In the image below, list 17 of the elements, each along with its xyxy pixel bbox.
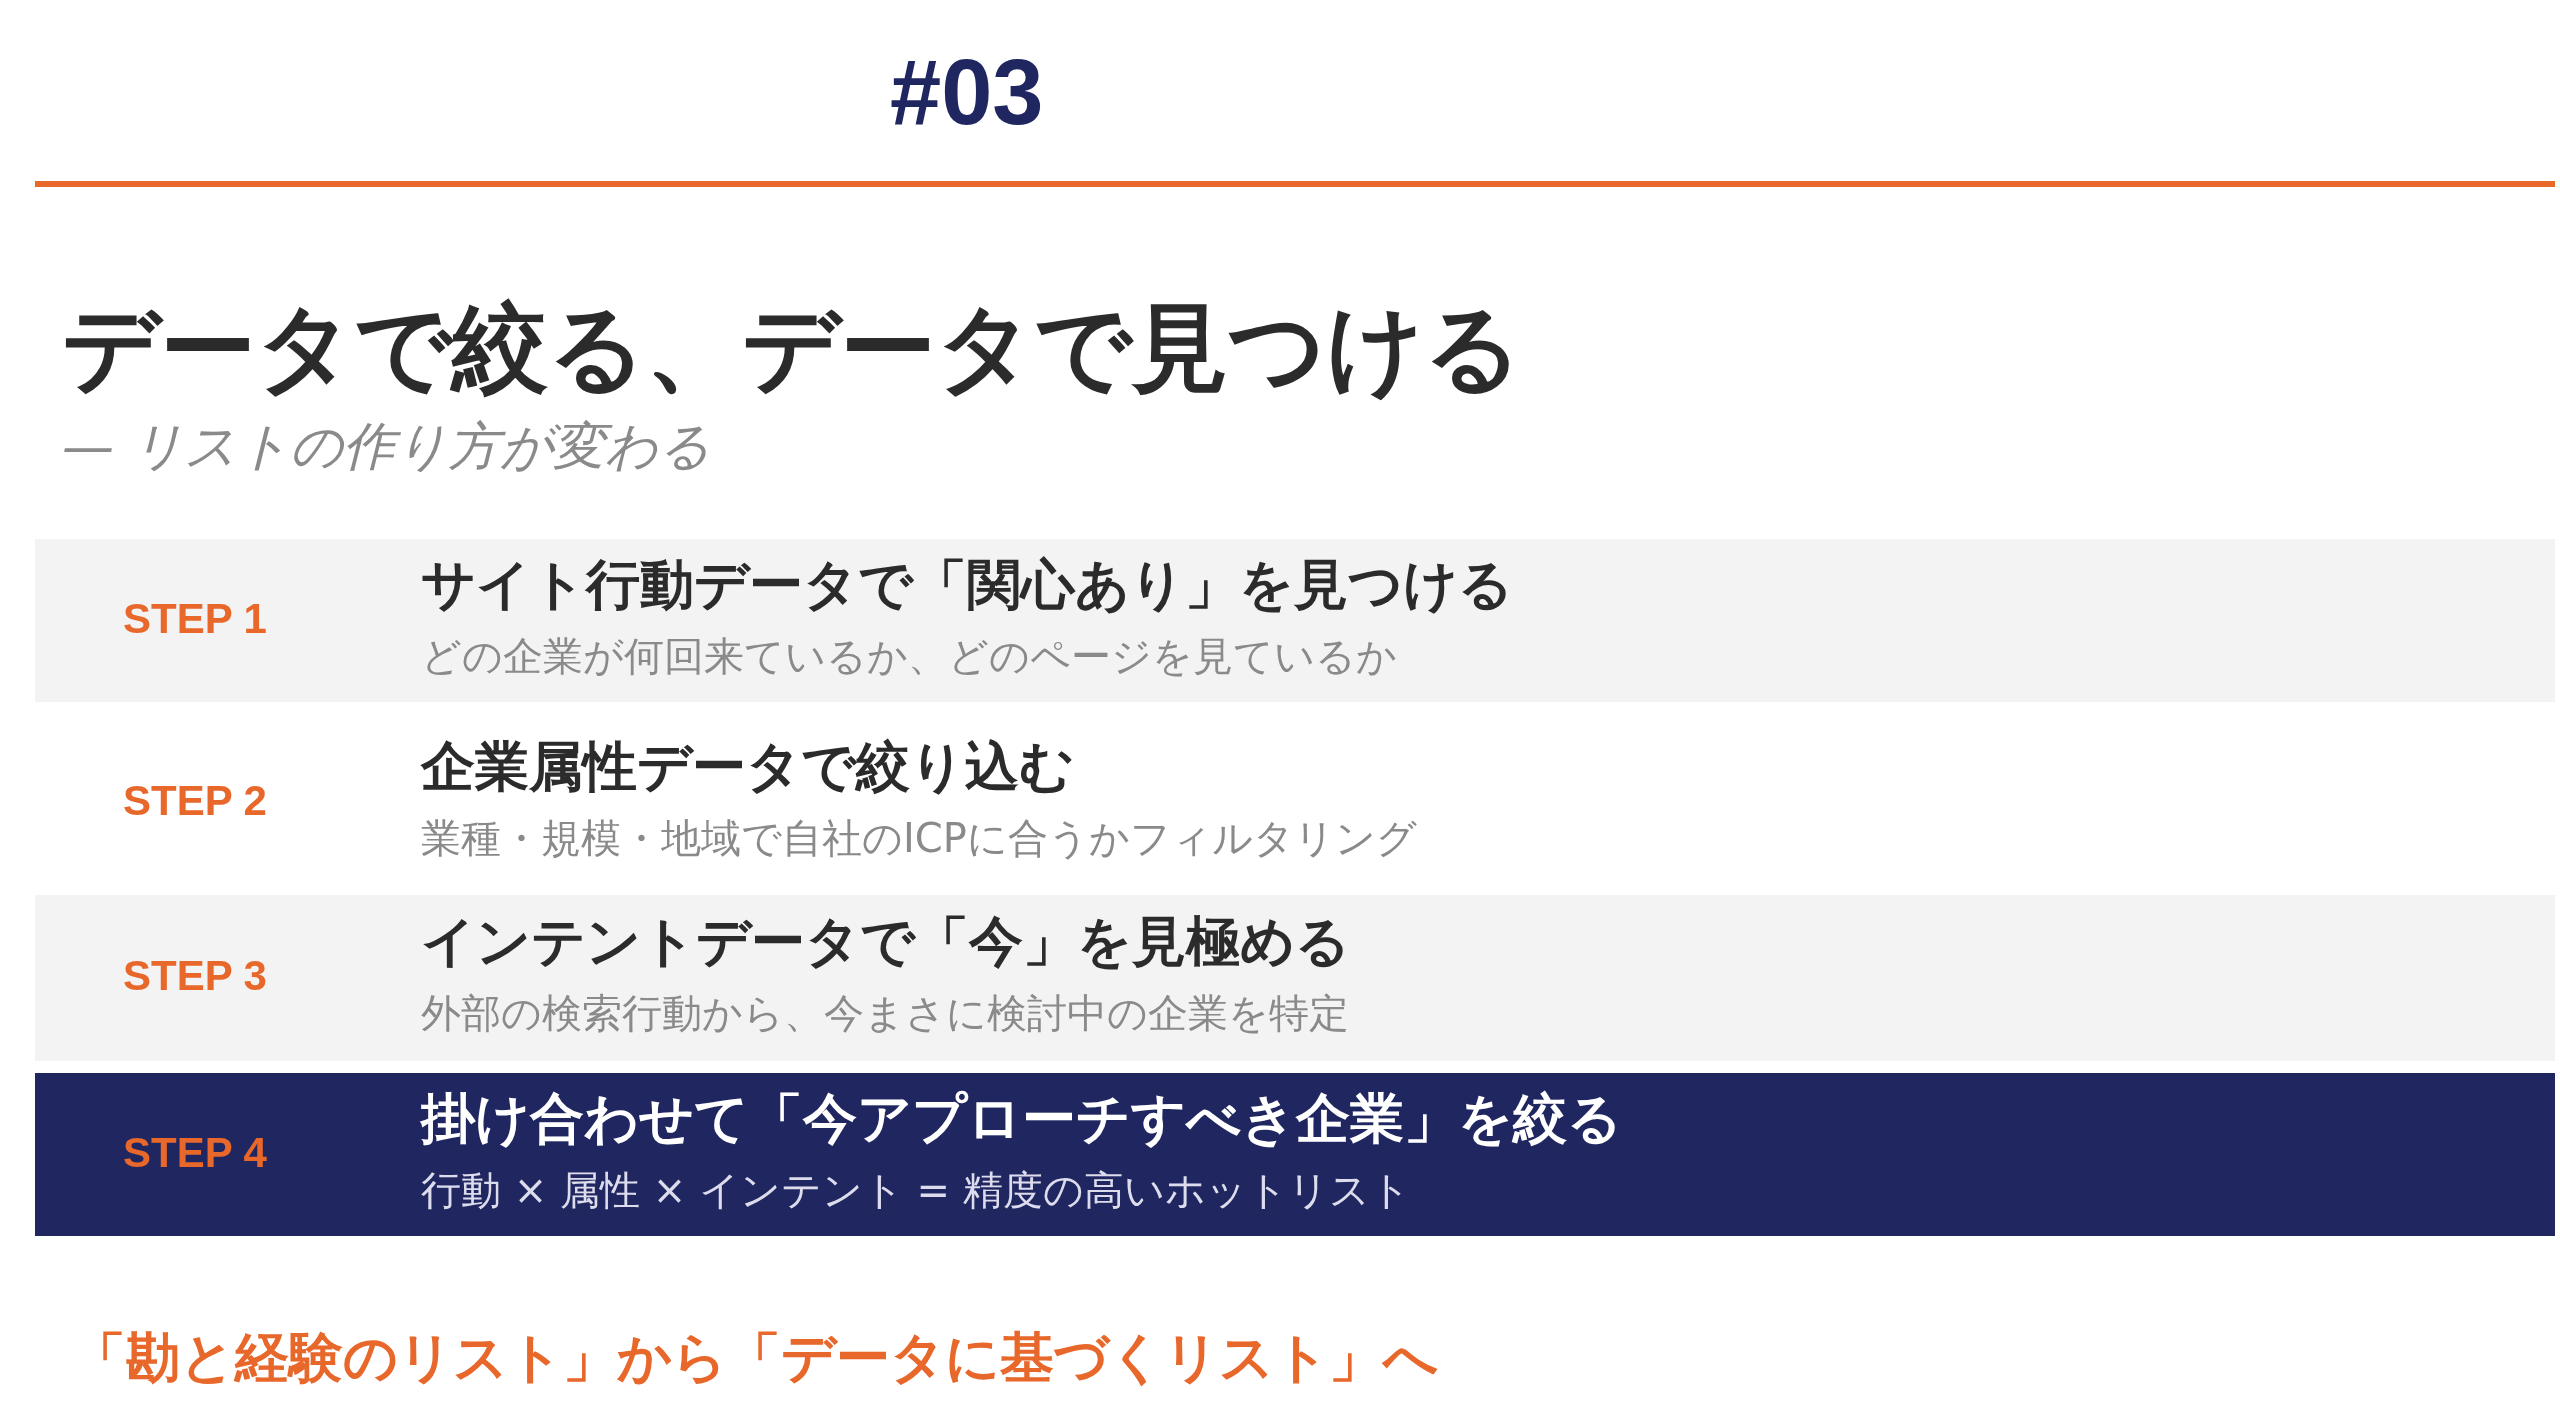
episode-number: #03 (890, 40, 1044, 145)
step-heading: サイト行動データで「関心あり」を見つける (421, 551, 1513, 618)
step-label: STEP 1 (123, 594, 267, 643)
step-heading: 掛け合わせて「今アプローチすべき企業」を絞る (421, 1085, 1622, 1152)
slide-title: データで絞る、データで見つける (62, 291, 1522, 406)
step-band (35, 1073, 2555, 1236)
step-heading: 企業属性データで絞り込む (421, 733, 1074, 800)
step-description: どの企業が何回来ているか、どのページを見ているか (421, 631, 1397, 681)
step-description: 業種・規模・地域で自社のICPに合うかフィルタリング (421, 813, 1417, 863)
step-label: STEP 2 (123, 776, 267, 825)
step-label: STEP 3 (123, 952, 267, 1000)
step-label: STEP 4 (123, 1128, 267, 1177)
closing-message: 「勘と経験のリスト」から「データに基づくリスト」へ (72, 1325, 1438, 1391)
step-description: 行動 × 属性 × インテント = 精度の高いホットリスト (421, 1165, 1411, 1215)
step-heading: インテントデータで「今」を見極める (421, 909, 1350, 975)
step-description: 外部の検索行動から、今まさに検討中の企業を特定 (421, 989, 1349, 1038)
subtitle: — リストの作り方が変わる (62, 415, 711, 478)
